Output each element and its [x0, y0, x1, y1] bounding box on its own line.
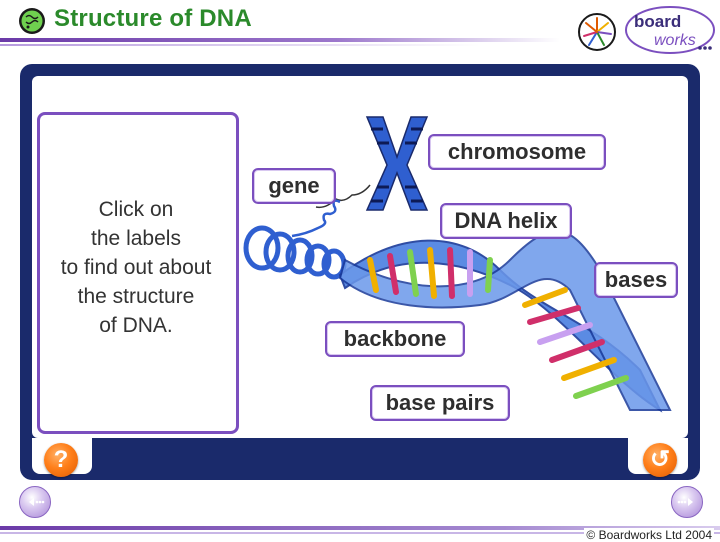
footer-divider [0, 526, 720, 530]
instruction-line: of DNA. [99, 314, 173, 337]
dna-cell-icon [19, 8, 45, 34]
logo-text-board: board [634, 12, 681, 31]
boardworks-logo: board works [624, 4, 716, 56]
instructions-text: Click on the labels to find out about th… [46, 195, 226, 340]
control-strip [32, 440, 688, 470]
backbone-label-button[interactable]: backbone [325, 321, 465, 357]
question-icon: ? [53, 446, 69, 473]
instruction-line: to find out about [60, 256, 212, 279]
previous-slide-button[interactable] [19, 486, 51, 518]
chromosome-image [365, 116, 429, 211]
logo-text-works: works [654, 32, 696, 49]
instructions-box [37, 112, 239, 434]
chromosome-label-button[interactable]: chromosome [428, 134, 606, 170]
help-button[interactable]: ? [44, 443, 78, 477]
gene-label-button[interactable]: gene [252, 168, 336, 204]
return-arrow-icon: ↺ [649, 446, 671, 473]
page-title: Structure of DNA [54, 5, 252, 32]
starburst-icon [578, 13, 616, 51]
return-button[interactable]: ↺ [643, 443, 677, 477]
instruction-line: the labels [91, 227, 181, 250]
dna-illustration [243, 116, 672, 413]
copyright-text: © Boardworks Ltd 2004 [584, 528, 714, 542]
next-slide-button[interactable] [671, 486, 703, 518]
instruction-line: Click on [98, 198, 174, 221]
bases-label-button[interactable]: bases [594, 262, 678, 298]
footer-divider-thin [0, 532, 720, 534]
instruction-line: the structure [77, 285, 195, 308]
next-slide-icon [677, 498, 693, 506]
dna-helix-label-button[interactable]: DNA helix [440, 203, 572, 239]
previous-slide-icon [29, 498, 45, 506]
header-divider [0, 38, 560, 42]
header-divider-thin [0, 44, 480, 46]
base-pairs-label-button[interactable]: base pairs [370, 385, 510, 421]
